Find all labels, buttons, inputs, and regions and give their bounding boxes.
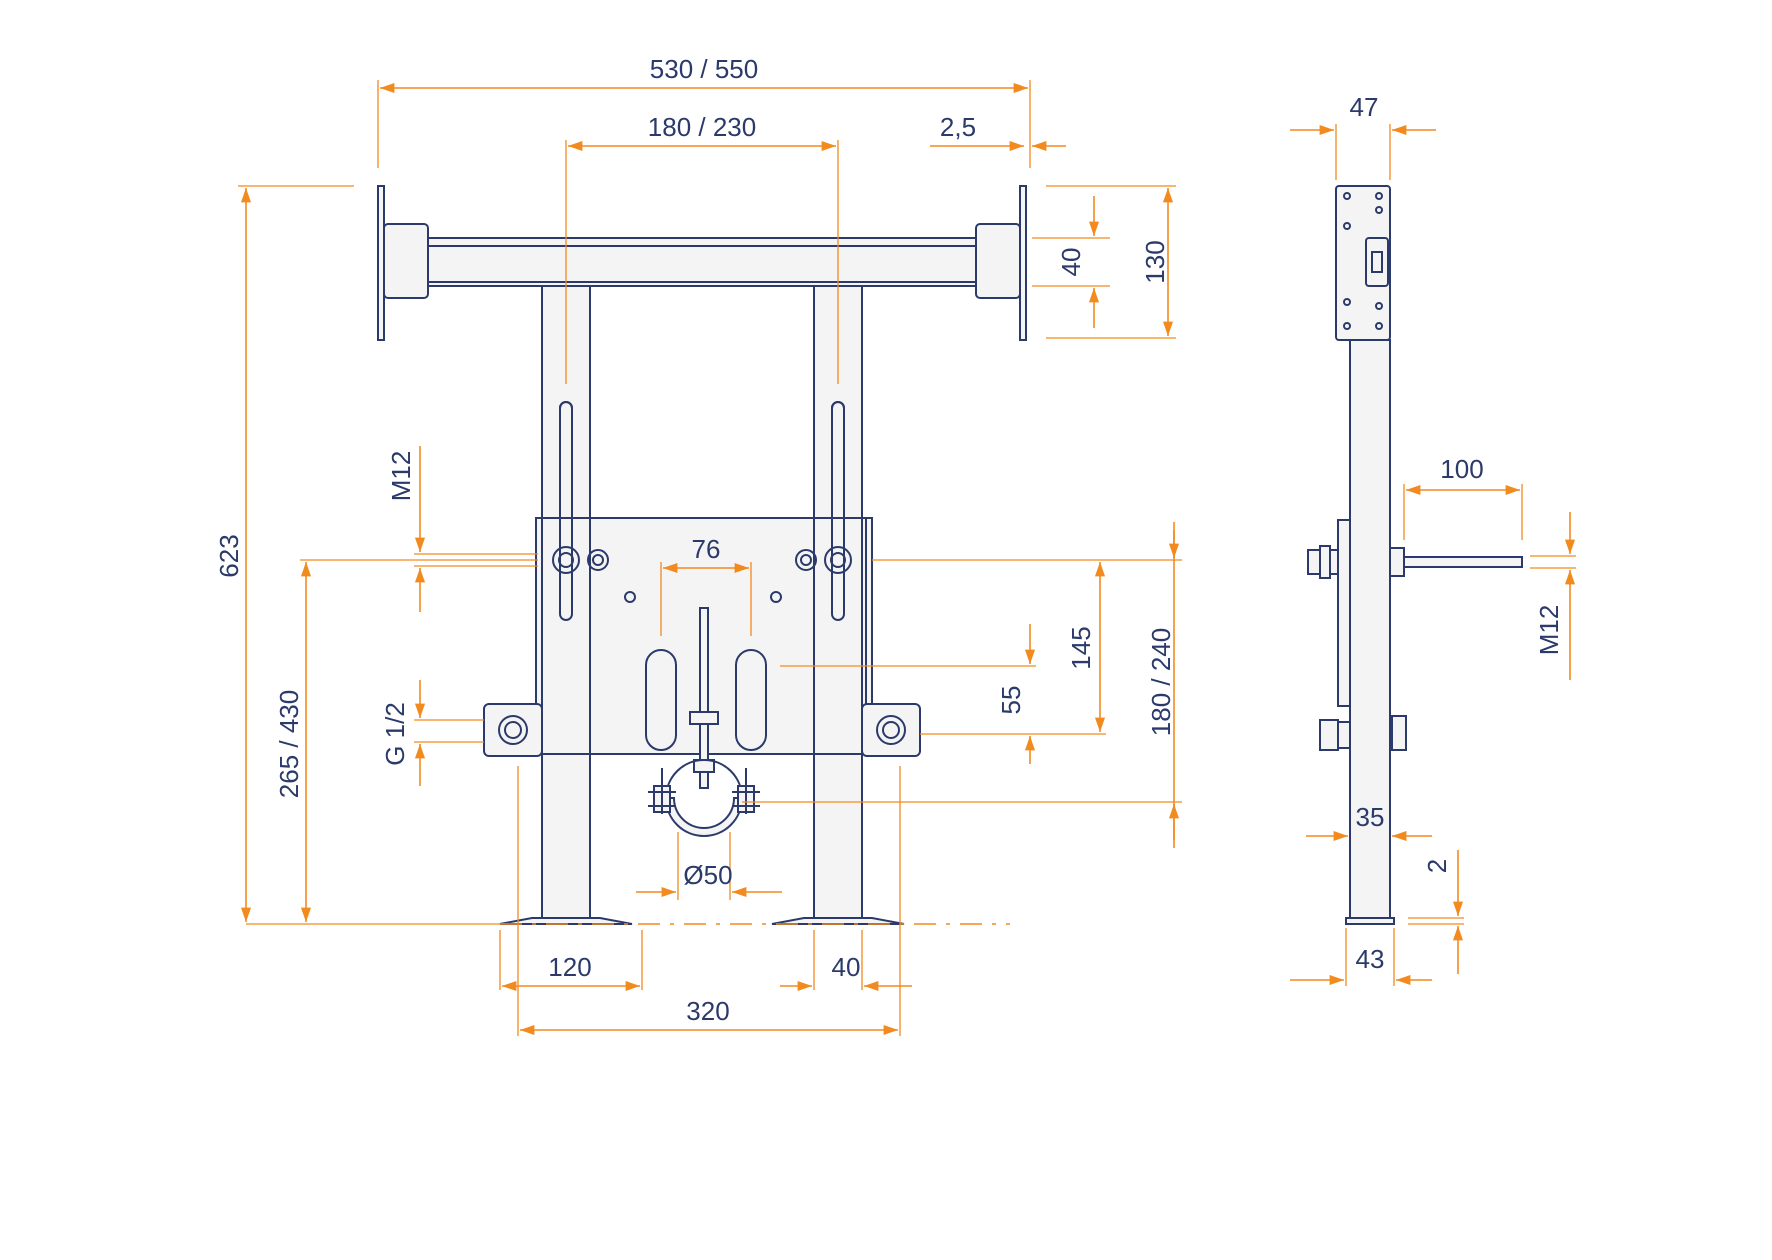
dim-inlet-height: 265 / 430 bbox=[274, 690, 304, 798]
front-view bbox=[377, 185, 1027, 925]
dim-thread-m12-side: M12 bbox=[1534, 605, 1564, 656]
dim-180-240: 180 / 240 bbox=[1146, 628, 1176, 736]
left-m12-bolt bbox=[552, 546, 580, 574]
dim-foot-spacing: 320 bbox=[686, 996, 729, 1026]
dim-side-top-width: 47 bbox=[1350, 92, 1379, 122]
dim-total-width: 530 / 550 bbox=[650, 54, 758, 84]
dim-bracket-height: 40 bbox=[1056, 248, 1086, 277]
side-inlet bbox=[1391, 715, 1407, 751]
dim-total-height: 623 bbox=[214, 534, 244, 577]
dim-hole-spacing: 76 bbox=[692, 534, 721, 564]
side-foot bbox=[1345, 917, 1395, 925]
side-post bbox=[1349, 339, 1391, 923]
right-oval-slot bbox=[735, 649, 767, 751]
left-inlet-nut bbox=[498, 715, 528, 745]
side-back-plate bbox=[1337, 519, 1351, 707]
dim-post-spacing: 180 / 230 bbox=[648, 112, 756, 142]
right-inlet-bracket bbox=[861, 703, 921, 757]
dim-pipe-diameter: Ø50 bbox=[683, 860, 732, 890]
right-inlet-nut bbox=[876, 715, 906, 745]
right-m12-bolt bbox=[824, 546, 852, 574]
left-wall-bracket bbox=[377, 185, 429, 341]
front-dimensions: 530 / 550 180 / 230 2,5 40 130 623 M12 bbox=[214, 54, 1182, 1036]
side-view bbox=[1307, 185, 1523, 925]
dim-bracket-offset: 2,5 bbox=[940, 112, 976, 142]
left-inlet-bracket bbox=[483, 703, 543, 757]
left-oval-slot bbox=[645, 649, 677, 751]
dim-foot-120: 120 bbox=[548, 952, 591, 982]
dim-55: 55 bbox=[996, 686, 1026, 715]
right-wall-bracket bbox=[975, 185, 1027, 341]
dim-side-2: 2 bbox=[1422, 859, 1452, 873]
threaded-rod bbox=[699, 607, 709, 789]
dim-inlet-thread: G 1/2 bbox=[380, 702, 410, 766]
dim-bracket-total: 130 bbox=[1140, 240, 1170, 283]
left-foot bbox=[499, 917, 633, 925]
dim-side-base-width: 43 bbox=[1356, 944, 1385, 974]
pipe-clamp bbox=[648, 759, 760, 837]
dim-bolt-length: 100 bbox=[1440, 454, 1483, 484]
dim-side-35: 35 bbox=[1356, 802, 1385, 832]
dim-145: 145 bbox=[1066, 626, 1096, 669]
right-foot bbox=[771, 917, 905, 925]
side-m12-bolt bbox=[1389, 556, 1523, 568]
side-dimensions: 47 100 M12 35 2 43 bbox=[1290, 92, 1576, 986]
dim-thread-m12-front: M12 bbox=[386, 451, 416, 502]
dim-foot-40: 40 bbox=[832, 952, 861, 982]
